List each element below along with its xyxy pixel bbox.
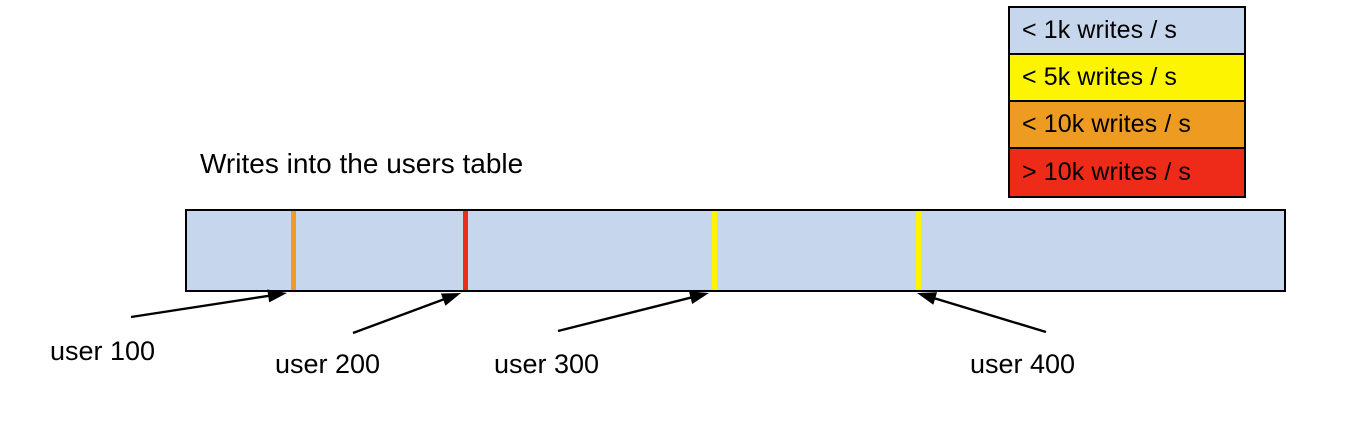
legend-row-under-5k: < 5k writes / s — [1010, 55, 1244, 102]
legend-label-under-1k: < 1k writes / s — [1022, 16, 1178, 44]
user-400-stripe — [916, 211, 921, 290]
legend-label-under-10k: < 10k writes / s — [1022, 110, 1192, 138]
marker-label-user-400: user 400 — [970, 349, 1076, 379]
marker-label-user-200: user 200 — [275, 349, 381, 379]
marker-label-user-300: user 300 — [494, 349, 600, 379]
legend-row-under-1k: < 1k writes / s — [1010, 8, 1244, 55]
legend-row-over-10k: > 10k writes / s — [1010, 149, 1244, 196]
writes-legend: < 1k writes / s < 5k writes / s < 10k wr… — [1008, 6, 1246, 198]
user-100-stripe — [291, 211, 296, 290]
users-table-bar — [185, 209, 1286, 292]
legend-row-under-10k: < 10k writes / s — [1010, 102, 1244, 149]
user-300-stripe — [712, 211, 717, 290]
chart-title: Writes into the users table — [200, 148, 524, 179]
marker-label-user-100: user 100 — [50, 336, 156, 366]
user-200-stripe — [463, 211, 468, 290]
legend-label-over-10k: > 10k writes / s — [1022, 158, 1192, 186]
legend-label-under-5k: < 5k writes / s — [1022, 63, 1178, 91]
